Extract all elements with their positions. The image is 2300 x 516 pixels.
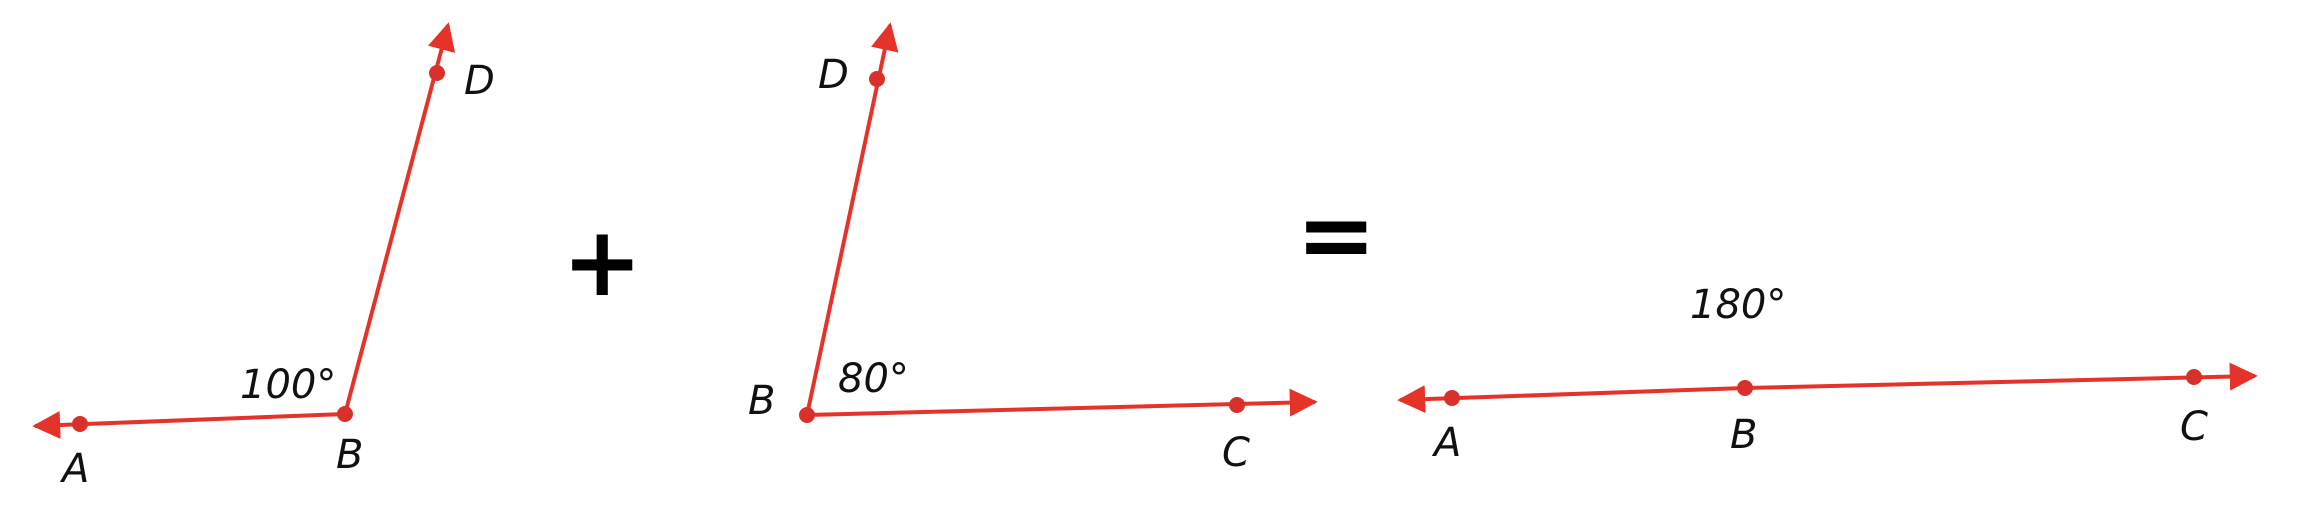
- point-d: [429, 65, 445, 81]
- label-b: B: [1730, 412, 1757, 458]
- straight-line-ac: [1744, 362, 2258, 391]
- ray-bd: [343, 22, 456, 415]
- label-c: C: [1222, 430, 1250, 476]
- label-b: B: [336, 432, 363, 478]
- point-c: [2186, 369, 2202, 385]
- point-b: [337, 406, 353, 422]
- label-b: B: [748, 378, 775, 424]
- point-a: [72, 416, 88, 432]
- label-a: A: [1431, 420, 1461, 466]
- label-a: A: [59, 446, 89, 492]
- panel-2-angle: B C D 80°: [748, 22, 1318, 476]
- label-c: C: [2180, 404, 2208, 450]
- label-d: D: [818, 52, 849, 98]
- point-a: [1444, 390, 1460, 406]
- ray-bd: [805, 22, 899, 416]
- angle-label: 100°: [240, 362, 336, 408]
- angle-label: 180°: [1690, 282, 1786, 328]
- angle-label: 80°: [838, 356, 909, 402]
- point-b: [1737, 380, 1753, 396]
- plus-sign: +: [562, 206, 642, 318]
- point-b: [799, 407, 815, 423]
- panel-3-straight-angle: A B C 180°: [1397, 282, 2258, 466]
- point-d: [869, 71, 885, 87]
- panel-1-angle: A B D 100°: [32, 22, 495, 492]
- equals-sign: =: [1296, 179, 1376, 291]
- point-c: [1229, 397, 1245, 413]
- label-d: D: [464, 58, 495, 104]
